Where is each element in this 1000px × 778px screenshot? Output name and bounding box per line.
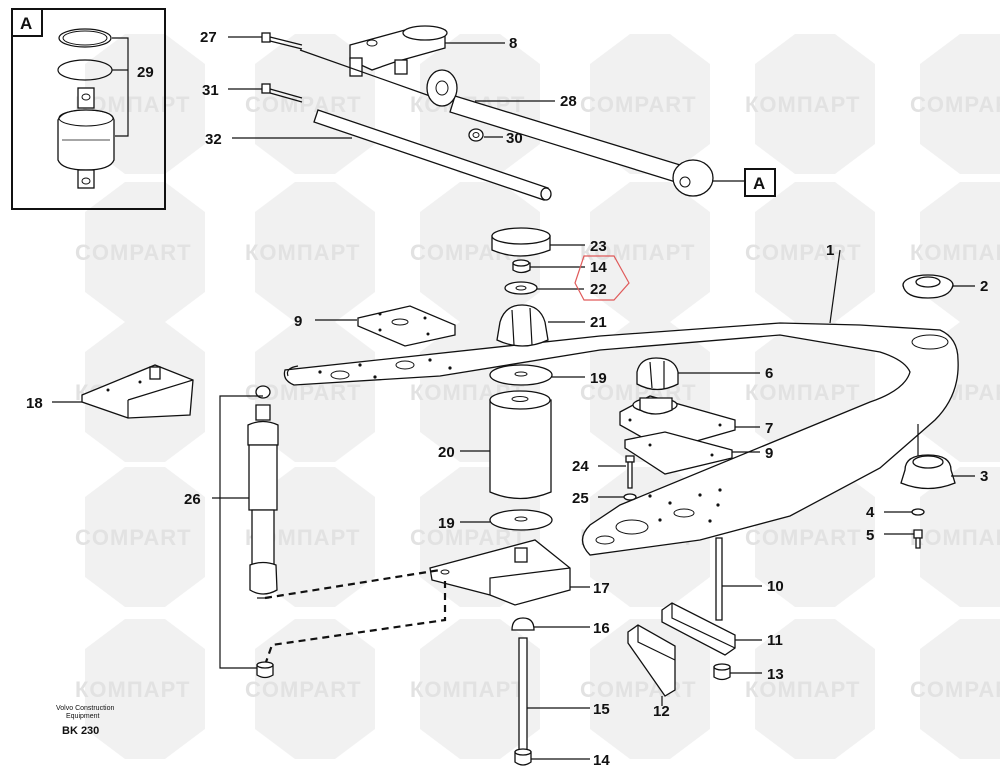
watermark-tile: КОМПАРТ — [410, 619, 540, 759]
svg-text:COMPART: COMPART — [745, 240, 862, 265]
callout-3: 3 — [980, 468, 988, 485]
callout-22: 22 — [590, 281, 607, 298]
svg-text:КОМПАРТ: КОМПАРТ — [410, 677, 525, 702]
detail-ref-label: A — [753, 174, 765, 193]
shock-absorber-26 — [212, 385, 447, 679]
footer-code: BK 230 — [62, 725, 99, 737]
callout-21: 21 — [590, 314, 607, 331]
svg-text:COMPART: COMPART — [910, 677, 1000, 702]
callout-32: 32 — [205, 131, 222, 148]
bracket-18 — [52, 364, 194, 419]
watermark-tile: COMPART — [910, 619, 1000, 759]
watermark-tile: КОМПАРТ — [745, 34, 875, 174]
callout-31: 31 — [202, 82, 219, 99]
callout-15: 15 — [593, 701, 610, 718]
callout-2: 2 — [980, 278, 988, 295]
watermark-tile: COMPART — [245, 322, 375, 462]
callout-4: 4 — [866, 504, 875, 521]
callout-29: 29 — [137, 64, 154, 81]
callout-19-lower: 19 — [438, 515, 455, 532]
svg-text:COMPART: COMPART — [75, 240, 192, 265]
main-frame — [283, 249, 959, 556]
svg-text:КОМПАРТ: КОМПАРТ — [245, 240, 360, 265]
callout-19-upper: 19 — [590, 370, 607, 387]
watermark-tile: COMPART — [580, 34, 710, 174]
svg-text:КОМПАРТ: КОМПАРТ — [75, 677, 190, 702]
watermark-tile: КОМПАРТ — [910, 467, 1000, 607]
watermark-tile: КОМПАРТ — [245, 182, 375, 322]
svg-text:COMPART: COMPART — [245, 677, 362, 702]
callout-23: 23 — [590, 238, 607, 255]
svg-text:КОМПАРТ: КОМПАРТ — [580, 240, 695, 265]
callout-7: 7 — [765, 420, 773, 437]
callout-8: 8 — [509, 35, 517, 52]
inset-label: A — [20, 14, 32, 33]
callout-6: 6 — [765, 365, 773, 382]
svg-text:КОМПАРТ: КОМПАРТ — [910, 525, 1000, 550]
callout-18: 18 — [26, 395, 43, 412]
watermark-tile: COMPART — [75, 182, 205, 322]
callout-24: 24 — [572, 458, 589, 475]
watermark-tile: КОМПАРТ — [910, 182, 1000, 322]
watermark-tile: COMPART — [245, 34, 375, 174]
center-stack — [429, 227, 630, 766]
callout-17: 17 — [593, 580, 610, 597]
svg-text:КОМПАРТ: КОМПАРТ — [745, 380, 860, 405]
watermark-tile: COMPART — [745, 182, 875, 322]
callout-25: 25 — [572, 490, 589, 507]
svg-text:КОМПАРТ: КОМПАРТ — [745, 677, 860, 702]
callout-1: 1 — [826, 242, 834, 259]
upper-link-assembly — [228, 25, 745, 201]
watermark-tile: COMPART — [580, 619, 710, 759]
footer-line1: Volvo Construction — [56, 705, 114, 712]
callout-26: 26 — [184, 491, 201, 508]
callout-10: 10 — [767, 578, 784, 595]
callout-27: 27 — [200, 29, 217, 46]
callout-14-bottom: 14 — [593, 752, 610, 769]
callout-labels: 27 8 31 28 32 30 23 14 22 21 1 2 9 6 18 … — [26, 29, 988, 769]
svg-text:COMPART: COMPART — [745, 525, 862, 550]
watermark-tile: КОМПАРТ — [580, 182, 710, 322]
svg-text:COMPART: COMPART — [245, 92, 362, 117]
callout-30: 30 — [506, 130, 523, 147]
svg-text:КОМПАРТ: КОМПАРТ — [745, 92, 860, 117]
watermark-tile: КОМПАРТ — [745, 619, 875, 759]
callout-12: 12 — [653, 703, 670, 720]
footer-line2: Equipment — [66, 713, 100, 720]
right-mount-assembly — [598, 357, 762, 706]
callout-20: 20 — [438, 444, 455, 461]
inset-detail-a: A 29 — [11, 8, 166, 210]
watermark-tile: COMPART — [75, 467, 205, 607]
callout-28: 28 — [560, 93, 577, 110]
plate-9-left — [315, 305, 456, 347]
svg-text:COMPART: COMPART — [75, 525, 192, 550]
right-end-mounts — [884, 274, 975, 549]
callout-9-left: 9 — [294, 313, 302, 330]
svg-text:COMPART: COMPART — [580, 677, 697, 702]
callout-13: 13 — [767, 666, 784, 683]
svg-text:COMPART: COMPART — [910, 92, 1000, 117]
svg-text:КОМПАРТ: КОМПАРТ — [910, 240, 1000, 265]
watermark-tile: КОМПАРТ — [75, 619, 205, 759]
callout-9-right: 9 — [765, 445, 773, 462]
svg-text:COMPART: COMPART — [580, 92, 697, 117]
watermark-tile: COMPART — [910, 34, 1000, 174]
detail-ref-a: A — [744, 168, 776, 197]
callout-5: 5 — [866, 527, 874, 544]
callout-14-top: 14 — [590, 259, 607, 276]
footer: Volvo Construction Equipment BK 230 — [56, 705, 114, 737]
callout-16: 16 — [593, 620, 610, 637]
callout-11: 11 — [767, 632, 783, 649]
watermark-tile: COMPART — [245, 619, 375, 759]
